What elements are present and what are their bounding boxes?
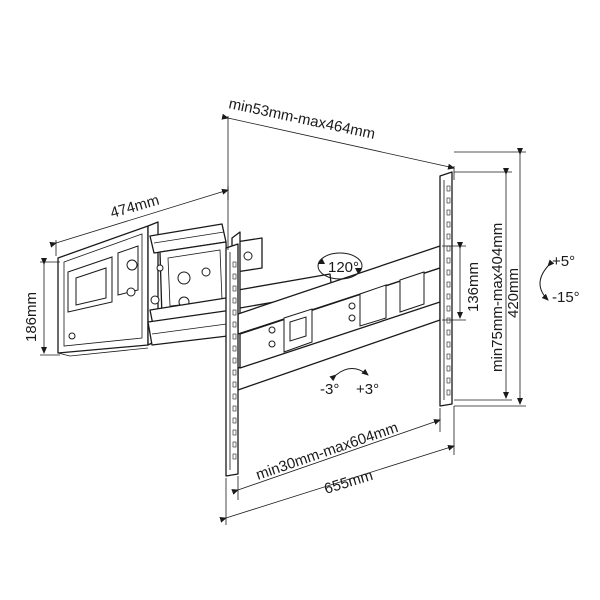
rail-hole: [446, 341, 451, 348]
vesa-horizontal-label: min30mm-max604mm: [254, 419, 401, 484]
rail-hole: [232, 273, 237, 280]
wall-plate-width-label: 474mm: [108, 192, 161, 222]
rail-hole: [446, 233, 451, 240]
rail-hole: [232, 369, 237, 376]
rail-hole: [232, 345, 237, 352]
arm-spacing-label: 136mm: [465, 262, 482, 312]
tilt-up-label: +5°: [552, 253, 575, 270]
wall-plate: [57, 221, 159, 357]
rail-hole: [232, 453, 237, 460]
rail-hole: [232, 429, 237, 436]
tilt-indicator: [539, 259, 555, 301]
rail-hole: [232, 261, 237, 268]
rail-hole: [446, 197, 451, 204]
swivel-indicator: [317, 252, 363, 280]
rail-hole: [446, 221, 451, 228]
rail-hole: [232, 285, 237, 292]
rail-hole: [446, 317, 451, 324]
rail-hole: [446, 209, 451, 216]
rail-hole: [446, 389, 451, 396]
swivel-angle-label: 120°: [328, 259, 359, 276]
overall-height-label: 420mm: [505, 268, 522, 318]
rail-hole: [232, 297, 237, 304]
depth-range-label: min53mm-max464mm: [227, 95, 376, 143]
rail-hole: [232, 417, 237, 424]
rail-hole: [446, 353, 451, 360]
wall-plate-slot-right: [117, 245, 139, 296]
dimension-lines: [40, 113, 526, 525]
rotation-right-label: +3°: [356, 381, 379, 398]
rail-hole: [446, 365, 451, 372]
tv-mount-frame: [225, 171, 453, 477]
rail-hole: [232, 441, 237, 448]
rail-hole: [446, 305, 451, 312]
rail-hole: [232, 405, 237, 412]
rail-hole: [446, 257, 451, 264]
rail-hole: [232, 357, 237, 364]
frame-slot-2: [359, 284, 387, 327]
frame-slot-3: [399, 271, 425, 313]
rail-hole: [446, 185, 451, 192]
rail-hole: [232, 309, 237, 316]
rail-hole: [446, 245, 451, 252]
overall-width-label: 655mm: [322, 467, 375, 498]
wall-plate-height-label: 186mm: [23, 292, 40, 342]
rail-hole: [446, 377, 451, 384]
rail-hole: [446, 269, 451, 276]
rail-hole: [232, 333, 237, 340]
rotation-left-label: -3°: [320, 381, 339, 398]
rotation-indicator: [329, 368, 369, 382]
rail-hole: [446, 281, 451, 288]
rail-hole: [446, 293, 451, 300]
right-vertical-rail: [439, 171, 453, 407]
rail-hole: [446, 329, 451, 336]
rail-hole: [232, 321, 237, 328]
rail-hole: [232, 393, 237, 400]
rail-hole: [232, 381, 237, 388]
tilt-down-label: -15°: [552, 289, 580, 306]
vesa-vertical-label: min75mm-max404mm: [489, 223, 506, 372]
